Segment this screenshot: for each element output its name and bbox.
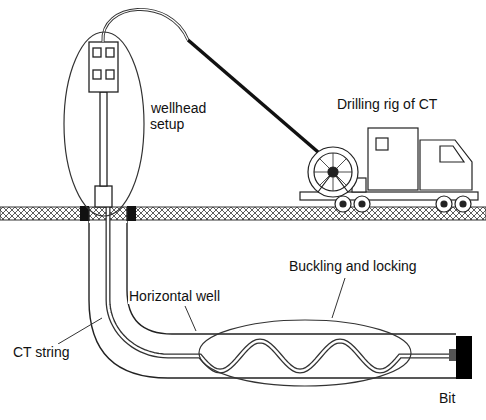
label: Buckling and locking [288,258,458,274]
cement [127,206,136,221]
bit-sub [449,349,456,361]
label-text: Bit [438,390,456,406]
leader-line [58,278,345,344]
label: Bit [438,390,478,406]
gooseneck [103,9,188,42]
highlight-ellipse [64,32,144,216]
ct-string [108,207,449,371]
label: wellhead setup [150,100,220,132]
label-text: Drilling rig of CT [336,96,438,112]
label-text: wellhead setup [150,100,206,132]
ground-band [0,207,486,220]
label: Horizontal well [128,288,248,304]
bit [456,336,472,379]
well-bore [89,207,456,378]
highlight-ellipse [199,320,411,386]
label-text: Horizontal well [128,288,221,304]
label: Drilling rig of CT [336,96,482,112]
ct-string [108,207,449,371]
label-text: CT string [12,344,71,360]
label: CT string [12,344,92,360]
label-text: Buckling and locking [288,258,418,274]
wellhead [89,42,118,207]
truck [300,128,478,212]
ct-line [188,40,318,152]
